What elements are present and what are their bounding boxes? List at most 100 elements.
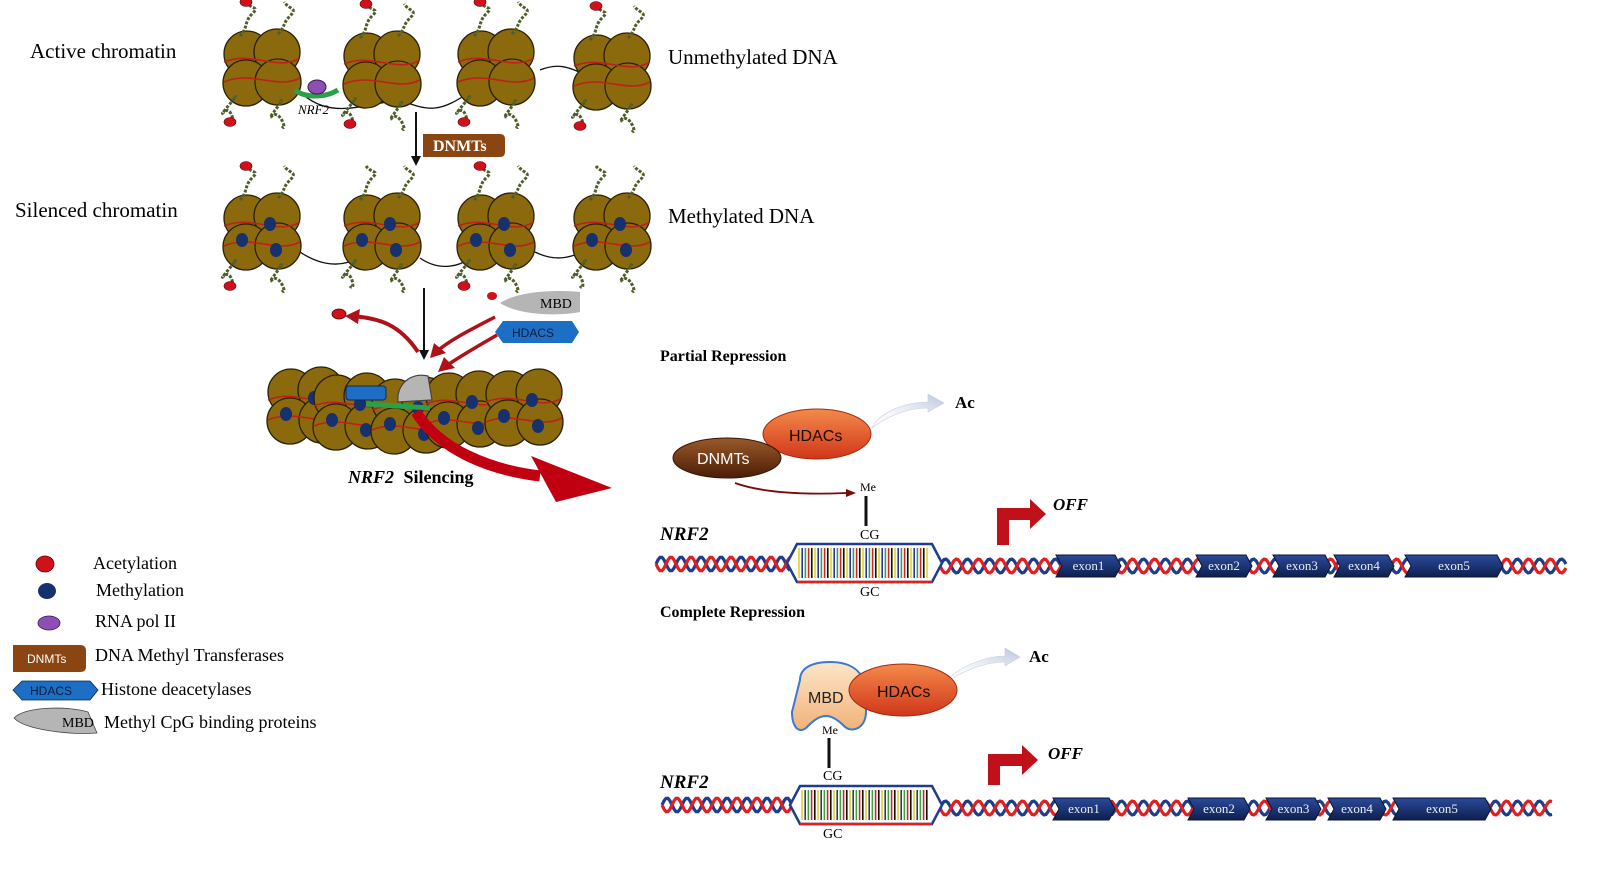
histone-tail <box>388 101 406 132</box>
acetyl-mark <box>359 0 373 9</box>
nucleosome-1 <box>340 0 422 132</box>
dna-wrap-band <box>573 221 651 228</box>
acetyl-mark <box>473 0 487 7</box>
dna-wrap-band <box>573 61 651 68</box>
exon-label: exon2 <box>1203 801 1235 816</box>
acetyl-mark <box>589 1 603 11</box>
nucleosome-0 <box>220 0 302 130</box>
methyl-mark <box>326 413 338 427</box>
exon-label: exon3 <box>1286 558 1318 573</box>
hdacs-recruit-label: HDACS <box>512 326 554 340</box>
cpg-island-frame <box>785 542 944 584</box>
methyl-mark <box>498 409 510 423</box>
partial-repression-title: Partial Repression <box>660 348 786 365</box>
methyl-mark <box>280 407 292 421</box>
dna-wrap-band <box>573 241 651 247</box>
partial-cpg-island <box>785 542 944 584</box>
legend-mbd-badge <box>13 707 98 734</box>
methyl-mark <box>390 243 402 257</box>
methyl-mark <box>470 233 482 247</box>
exon-label: exon1 <box>1073 558 1105 573</box>
partial-gc-label: GC <box>860 585 879 600</box>
dna-wrap-band <box>343 241 421 247</box>
methylated-dna-label: Methylated DNA <box>668 204 815 228</box>
dna-wrap-band <box>223 77 301 83</box>
legend-dnmts-label: DNA Methyl Transferases <box>95 645 284 665</box>
histone-tail <box>358 3 377 40</box>
methyl-mark <box>498 217 510 231</box>
histone-tail <box>268 263 286 294</box>
complete-repression-panel: Complete Repression Ac MBD HDACs Me CG G… <box>659 604 1553 842</box>
exon-box <box>1333 554 1395 578</box>
legend-acetylation-swatch <box>35 555 55 573</box>
methyl-mark <box>270 243 282 257</box>
legend-hdacs-badge-text: HDACS <box>30 684 72 698</box>
exon-box <box>1327 797 1387 821</box>
dna-wrap-band <box>343 59 421 66</box>
methyl-mark <box>360 423 372 437</box>
histone-tail <box>510 165 529 200</box>
dna-strand-blue <box>654 555 792 573</box>
methyl-mark <box>504 243 516 257</box>
legend-methylation-label: Methylation <box>96 580 184 600</box>
nucleosome-4 <box>484 368 564 447</box>
mbd-recruit-shape <box>500 291 580 315</box>
mbd-recruit-arrow <box>434 315 496 354</box>
exon-label: exon4 <box>1348 558 1380 573</box>
partial-cg-label: CG <box>860 528 879 543</box>
complete-gene-label: NRF2 <box>659 772 709 793</box>
released-acetyl-mark <box>331 308 347 320</box>
complete-cg-label: CG <box>823 769 842 784</box>
partial-me-label: Me <box>860 480 876 494</box>
partial-ac-label: Ac <box>955 393 975 412</box>
dna-wrap-band <box>223 221 301 228</box>
dna-wrap-band <box>457 57 535 64</box>
histone-tail <box>472 165 491 202</box>
partial-dnmts-label: DNMTs <box>697 451 749 468</box>
dnmts-arrow-label: DNMTs <box>433 138 487 155</box>
acetyl-mark-near-mbd <box>487 292 497 300</box>
dnmts-arrow-badge <box>423 134 505 157</box>
methyl-mark <box>466 395 478 409</box>
dna-wrap-band <box>343 221 421 228</box>
legend-mbd-badge-text: MBD <box>62 716 94 731</box>
methyl-mark <box>614 217 626 231</box>
acetyl-mark <box>343 119 357 129</box>
complete-dna-left <box>660 796 794 814</box>
acetyl-mark <box>239 161 253 171</box>
exon-label: exon3 <box>1278 801 1310 816</box>
legend-dnmts-badge <box>13 645 86 672</box>
nrf2-bar-silenced <box>365 401 431 411</box>
histone-tail <box>396 165 415 200</box>
complete-cpg-island <box>788 784 944 826</box>
dna-wrap-band <box>485 397 563 404</box>
acetyl-mark <box>223 117 237 127</box>
complete-mbd-label: MBD <box>808 690 844 707</box>
hdacs-on-chromatin <box>345 385 387 401</box>
partial-dnmts-blob <box>672 437 782 479</box>
legend-hdacs-badge <box>12 680 99 701</box>
legend-polii-label: RNA pol II <box>95 611 176 631</box>
dna-wrap-band <box>573 81 651 87</box>
methyl-mark <box>526 393 538 407</box>
exon-label: exon1 <box>1068 801 1100 816</box>
histone-tail <box>626 165 645 200</box>
complete-off-label: OFF <box>1048 744 1084 763</box>
nucleosome-3 <box>570 165 652 294</box>
legend-polii-swatch <box>37 615 61 631</box>
histone-tail <box>626 5 645 40</box>
partial-off-arrow <box>997 499 1046 545</box>
acetyl-mark <box>457 281 471 291</box>
nucleosome-1 <box>340 165 422 294</box>
partial-dna-left <box>654 555 792 573</box>
complete-off-arrow <box>988 745 1038 785</box>
exon-box <box>1392 797 1492 821</box>
partial-hdacs-blob <box>762 408 872 460</box>
exon-label: exon4 <box>1341 801 1373 816</box>
legend-dnmts-badge-text: DNMTs <box>27 652 66 666</box>
chromatin-stages: Active chromatin Unmethylated DNA Silenc… <box>15 0 839 502</box>
exon-box <box>1265 797 1322 821</box>
legend-hdacs-label: Histone deacetylases <box>101 679 251 699</box>
